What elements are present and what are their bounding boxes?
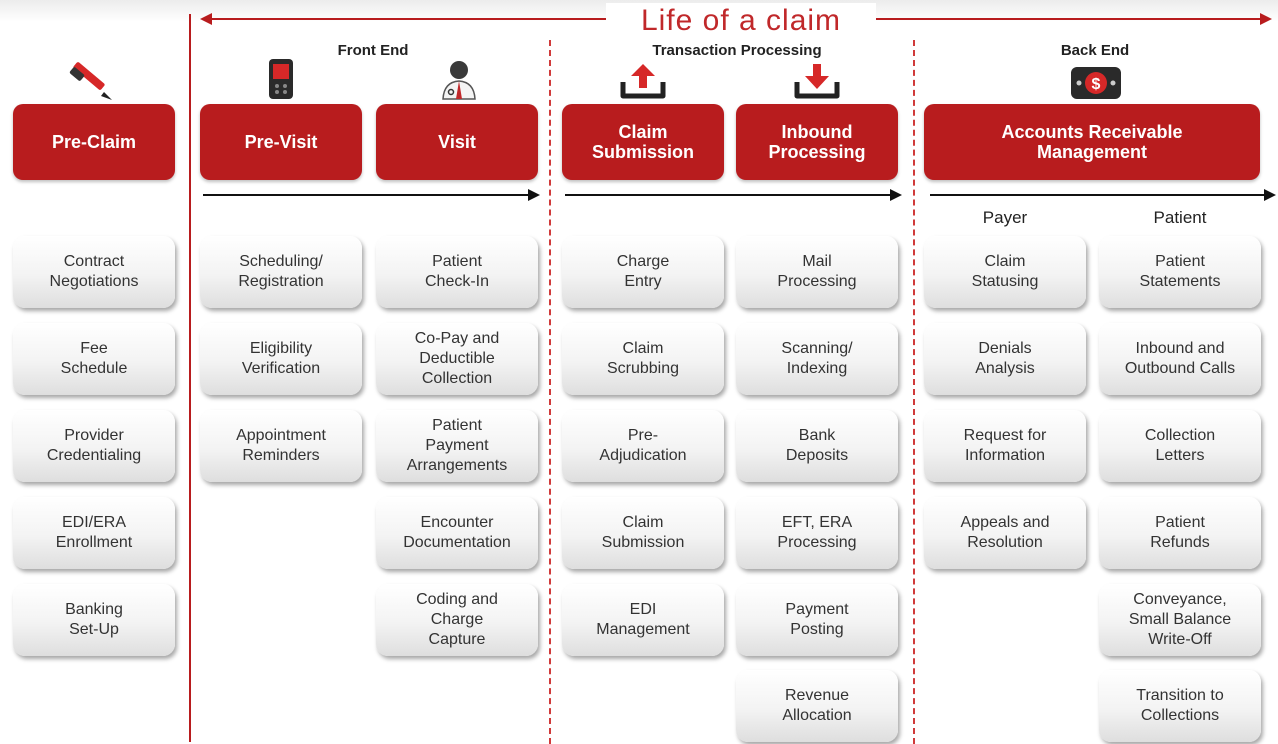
pen-icon [69,62,112,100]
task-edi-era-enrollment: EDI/ERA Enrollment [13,497,175,569]
task-fee-schedule: Fee Schedule [13,323,175,395]
section-back-end: Back End [1060,42,1130,59]
upload-tray-icon [620,64,666,99]
transaction-divider [913,40,915,744]
task-eft-era-processing: EFT, ERA Processing [736,497,898,569]
task-payment-arrangements: Patient Payment Arrangements [376,410,538,482]
task-payment-posting: Payment Posting [736,584,898,656]
doctor-icon [442,61,476,100]
task-charge-entry: Charge Entry [562,236,724,308]
task-contract-negotiations: Contract Negotiations [13,236,175,308]
stage-pre-visit: Pre-Visit [200,104,362,180]
task-small-balance-write-off: Conveyance, Small Balance Write-Off [1099,584,1261,656]
stage-visit: Visit [376,104,538,180]
task-patient-check-in: Patient Check-In [376,236,538,308]
task-mail-processing: Mail Processing [736,236,898,308]
front-end-divider [549,40,551,744]
task-appeals-resolution: Appeals and Resolution [924,497,1086,569]
mobile-phone-icon [269,59,293,99]
stage-inbound-processing: Inbound Processing [736,104,898,180]
task-coding-charge-capture: Coding and Charge Capture [376,584,538,656]
task-denials-analysis: Denials Analysis [924,323,1086,395]
task-patient-refunds: Patient Refunds [1099,497,1261,569]
task-scanning-indexing: Scanning/ Indexing [736,323,898,395]
download-tray-icon [794,64,840,99]
task-claim-statusing: Claim Statusing [924,236,1086,308]
task-collection-letters: Collection Letters [1099,410,1261,482]
task-request-for-information: Request for Information [924,410,1086,482]
task-claim-scrubbing: Claim Scrubbing [562,323,724,395]
task-copay-deductible: Co-Pay and Deductible Collection [376,323,538,395]
task-revenue-allocation: Revenue Allocation [736,670,898,742]
task-inbound-outbound-calls: Inbound and Outbound Calls [1099,323,1261,395]
task-eligibility-verification: Eligibility Verification [200,323,362,395]
stage-accounts-receivable: Accounts Receivable Management [924,104,1260,180]
diagram-title: Life of a claim [606,3,876,39]
section-front-end: Front End [337,42,409,59]
stage-pre-claim: Pre-Claim [13,104,175,180]
dollar-bill-icon: $ [1071,67,1121,99]
task-appointment-reminders: Appointment Reminders [200,410,362,482]
task-bank-deposits: Bank Deposits [736,410,898,482]
task-edi-management: EDI Management [562,584,724,656]
subhead-patient: Patient [1153,208,1207,227]
pre-claim-divider [189,14,191,742]
task-transition-to-collections: Transition to Collections [1099,670,1261,742]
task-claim-submission: Claim Submission [562,497,724,569]
subhead-payer: Payer [982,208,1028,227]
stage-claim-submission: Claim Submission [562,104,724,180]
task-banking-setup: Banking Set-Up [13,584,175,656]
task-pre-adjudication: Pre- Adjudication [562,410,724,482]
task-scheduling-registration: Scheduling/ Registration [200,236,362,308]
task-provider-credentialing: Provider Credentialing [13,410,175,482]
task-patient-statements: Patient Statements [1099,236,1261,308]
svg-text:$: $ [1092,76,1101,93]
task-encounter-documentation: Encounter Documentation [376,497,538,569]
section-transaction-processing: Transaction Processing [652,42,822,59]
